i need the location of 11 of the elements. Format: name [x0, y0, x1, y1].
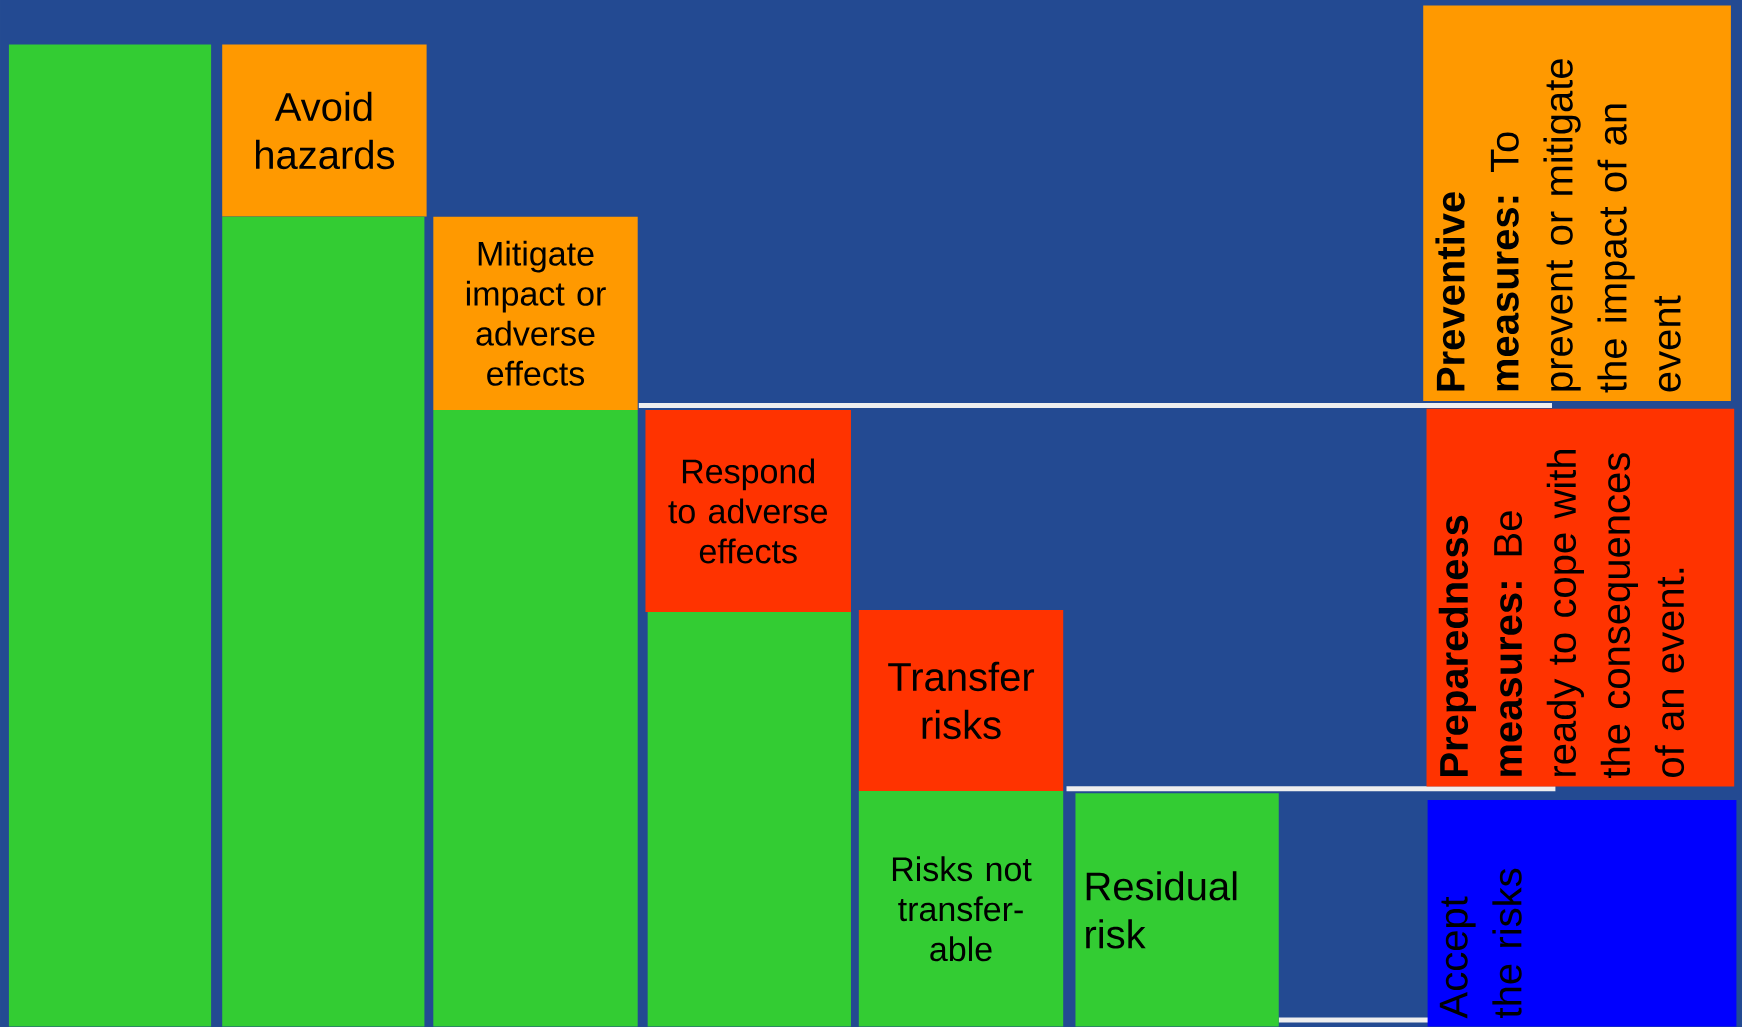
- text-box: Respond to adverse effects: [645, 409, 851, 613]
- bar: [647, 612, 851, 1027]
- text-box: Transfer risks: [858, 609, 1064, 792]
- text-box: Avoid hazards: [222, 44, 427, 217]
- text-box: Risks not transfer- able: [858, 791, 1064, 1027]
- text-box: Residual risk: [1075, 793, 1279, 1027]
- category-box: Accept the risks: [1427, 799, 1737, 1027]
- text-box: Mitigate impact or adverse effects: [433, 216, 638, 410]
- bar: [8, 44, 212, 1027]
- bar: [433, 409, 638, 1027]
- bar: [222, 216, 425, 1027]
